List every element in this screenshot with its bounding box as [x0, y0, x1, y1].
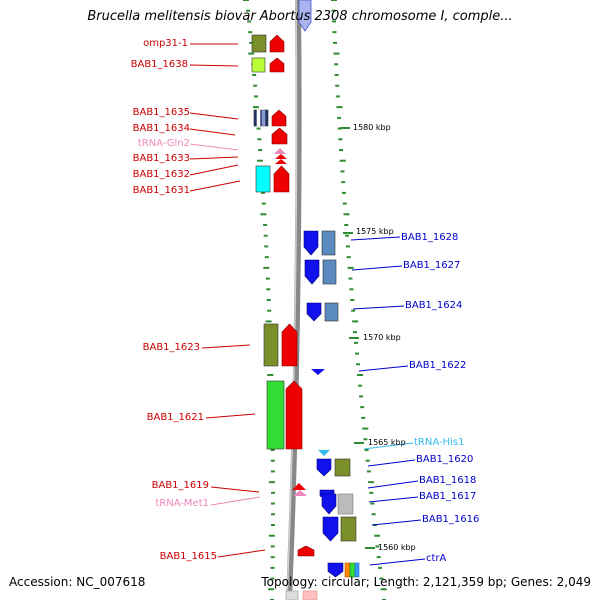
- gene-label-trna-gln2[interactable]: tRNA-Gln2: [137, 138, 190, 149]
- gene-arrow-bab1-1616: [322, 516, 339, 542]
- leader-line: [358, 365, 409, 372]
- gene-arrow-bab1-1627: [304, 259, 320, 285]
- feature-bottom-gray: [285, 590, 299, 600]
- leader-line: [210, 486, 260, 493]
- cog-box: [251, 57, 266, 73]
- chromosome-backbone: [286, 0, 302, 600]
- gene-arrow-bab1-1621: [285, 380, 303, 450]
- gene-arrow-bab1-1638: [269, 57, 285, 73]
- kbp-label-1560: 1560 kbp: [378, 543, 416, 552]
- gene-label-bab1-1632[interactable]: BAB1_1632: [132, 169, 190, 180]
- kbp-label-1580: 1580 kbp: [353, 123, 391, 132]
- label-leaders: [189, 43, 426, 566]
- cog-box: [321, 230, 336, 256]
- gene-bab1-1622-marker: [311, 369, 325, 375]
- leader-line: [189, 164, 239, 176]
- leader-line: [210, 496, 261, 506]
- gene-label-bab1-1619[interactable]: BAB1_1619: [151, 480, 209, 491]
- leader-line: [189, 180, 241, 192]
- gene-arrow-bab1-1635: [271, 109, 287, 127]
- cog-box: [266, 380, 285, 450]
- leader-line: [217, 549, 266, 558]
- gene-label-bab1-1623[interactable]: BAB1_1623: [142, 342, 200, 353]
- gene-arrow-bab1-1620: [316, 458, 332, 477]
- gene-arrow-bab1-1615: [297, 545, 315, 557]
- leader-line: [351, 265, 403, 271]
- gene-label-ctra[interactable]: ctrA: [426, 553, 447, 564]
- cog-box: [354, 562, 360, 578]
- leader-line: [369, 558, 426, 566]
- leader-line: [189, 112, 239, 120]
- gene-label-bab1-1622[interactable]: BAB1_1622: [409, 360, 467, 371]
- feature-top-blue: [298, 0, 312, 32]
- leader-line: [371, 519, 422, 526]
- cog-box: [324, 302, 339, 322]
- gene-arrow-bab1-1628: [303, 230, 319, 256]
- leader-line: [367, 480, 419, 489]
- trna-his1-marker: [318, 450, 330, 456]
- cog-box: [251, 34, 267, 53]
- gene-label-bab1-1620[interactable]: BAB1_1620: [416, 454, 474, 465]
- gene-features: [251, 34, 360, 578]
- gene-label-bab1-1627[interactable]: BAB1_1627: [403, 260, 461, 271]
- gene-arrow-bab1-1634: [271, 127, 288, 145]
- trna-met1-marker: [293, 490, 307, 496]
- leader-line: [367, 459, 416, 467]
- cog-box: [322, 259, 337, 285]
- cog-box: [255, 165, 271, 193]
- tick-marks: [243, 0, 387, 600]
- summary-text: Topology: circular; Length: 2,121,359 bp…: [261, 575, 591, 589]
- gene-bab1-1619-marker: [292, 483, 306, 490]
- leader-line: [205, 413, 256, 419]
- gene-bab1-1632-marker: [275, 159, 287, 164]
- gene-label-trna-met1[interactable]: tRNA-Met1: [155, 498, 209, 509]
- cog-stripe: [256, 109, 261, 127]
- kbp-label-1570: 1570 kbp: [363, 333, 401, 342]
- leader-line: [368, 496, 419, 503]
- map-title: Brucella melitensis biovar Abortus 2308 …: [87, 9, 513, 24]
- kbp-label-1565: 1565 kbp: [368, 438, 406, 447]
- gene-arrow-bab1-1617: [321, 493, 337, 515]
- leader-line: [201, 344, 251, 349]
- gene-bab1-1633-marker: [275, 154, 287, 159]
- gene-label-bab1-1618[interactable]: BAB1_1618: [419, 475, 477, 486]
- kbp-label-1575: 1575 kbp: [356, 227, 394, 236]
- feature-bottom-pink: [302, 590, 318, 600]
- backbone-highlight: [286, 0, 298, 600]
- trna-gln2-marker: [274, 148, 286, 154]
- cog-stripe: [261, 109, 266, 127]
- gene-label-bab1-1616[interactable]: BAB1_1616: [422, 514, 480, 525]
- cog-box: [253, 109, 269, 127]
- gene-arrow-ctra: [327, 562, 344, 578]
- gene-arrow-bab1-1631: [273, 165, 290, 193]
- leader-line: [189, 128, 236, 136]
- cog-box: [334, 458, 351, 477]
- leader-line: [189, 156, 239, 160]
- leader-line: [189, 143, 239, 151]
- gene-label-bab1-1615[interactable]: BAB1_1615: [159, 551, 217, 562]
- leader-line: [352, 305, 405, 310]
- gene-label-bab1-1633[interactable]: BAB1_1633: [132, 153, 190, 164]
- cog-box: [340, 516, 357, 542]
- gene-label-bab1-1624[interactable]: BAB1_1624: [405, 300, 463, 311]
- leader-line: [350, 236, 401, 241]
- gene-label-omp31-1[interactable]: omp31-1: [143, 38, 188, 49]
- gene-label-bab1-1631[interactable]: BAB1_1631: [132, 185, 190, 196]
- gene-label-bab1-1638[interactable]: BAB1_1638: [130, 59, 188, 70]
- cog-box: [263, 323, 279, 367]
- leader-line: [363, 442, 414, 450]
- gene-arrow-bab1-1624: [306, 302, 322, 322]
- gene-label-trna-his1[interactable]: tRNA-His1: [414, 437, 465, 448]
- gene-label-bab1-1634[interactable]: BAB1_1634: [132, 123, 190, 134]
- gene-arrow-omp31-1: [269, 34, 285, 53]
- leader-line: [189, 64, 239, 67]
- gene-label-bab1-1617[interactable]: BAB1_1617: [419, 491, 477, 502]
- accession-text: Accession: NC_007618: [9, 575, 146, 589]
- gene-label-bab1-1635[interactable]: BAB1_1635: [132, 107, 190, 118]
- cog-box: [337, 493, 354, 515]
- gene-arrow-bab1-1623: [281, 323, 298, 367]
- gene-label-bab1-1621[interactable]: BAB1_1621: [146, 412, 204, 423]
- gene-label-bab1-1628[interactable]: BAB1_1628: [401, 232, 459, 243]
